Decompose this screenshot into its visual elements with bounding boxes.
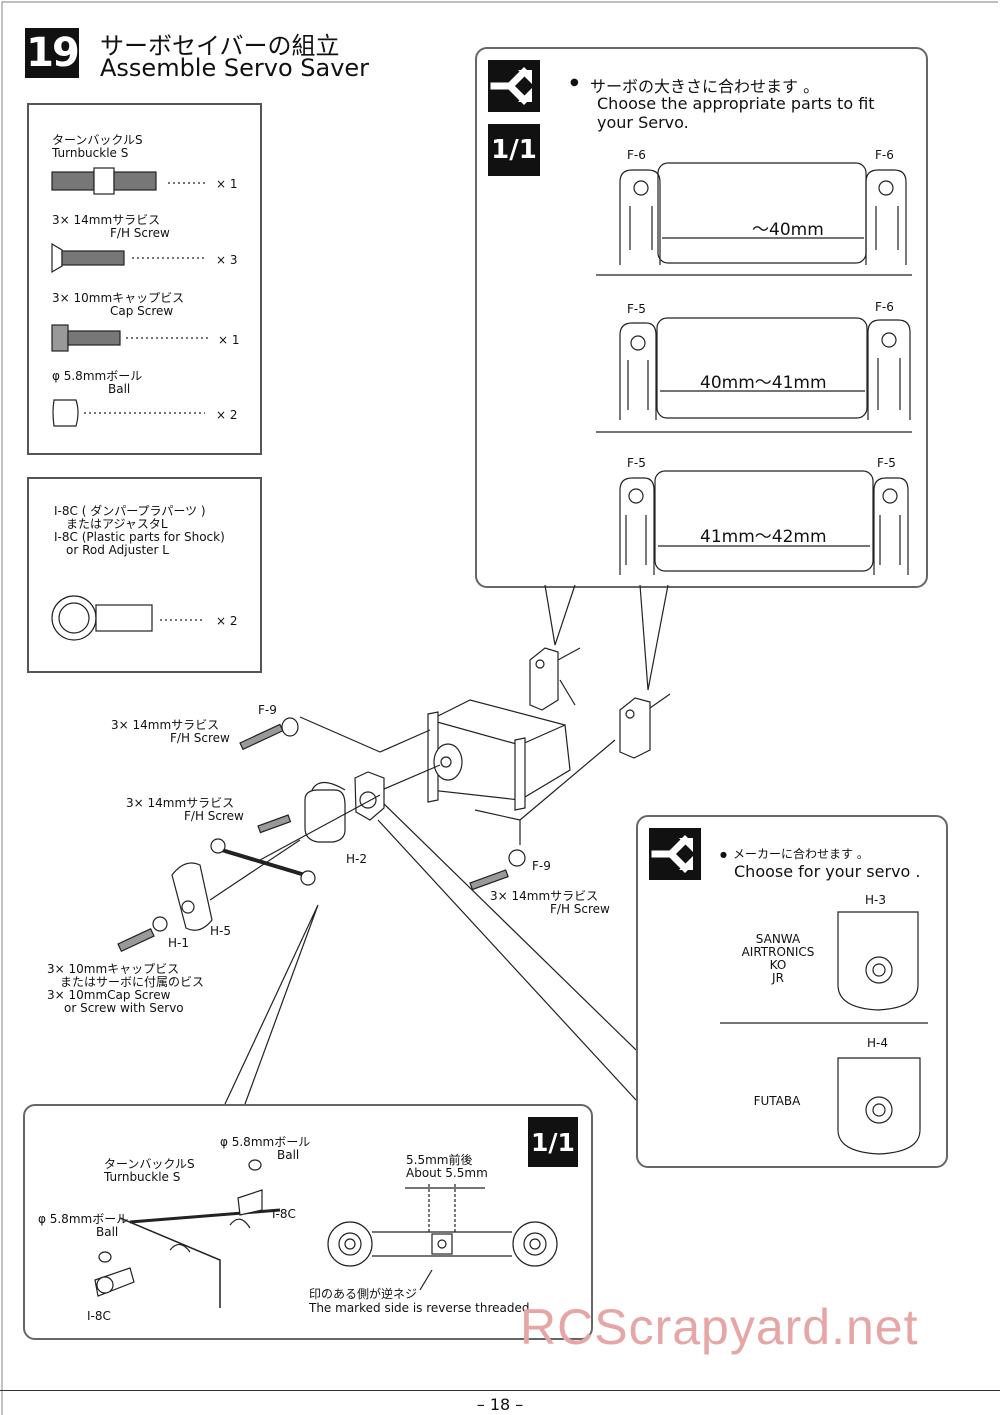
rod-assembly-panel: [23, 1104, 593, 1340]
screw-top-jp: 3× 14mmサラビス: [111, 718, 220, 732]
screw-right-en: F/H Screw: [550, 902, 610, 916]
h3-label: H-3: [865, 893, 886, 907]
rod-gap-en: About 5.5mm: [406, 1166, 488, 1180]
option2-left-part: F-5: [627, 302, 646, 316]
option2-right-part: F-6: [875, 300, 894, 314]
parts-list-box: [27, 103, 262, 455]
step-number-badge: 19: [25, 28, 80, 78]
cap-screw-line2: またはサーボに付属のビス: [60, 975, 205, 989]
option1-right-part: F-6: [875, 148, 894, 162]
option3-left-part: F-5: [627, 456, 646, 470]
option2-dimension: 40mm～41mm: [700, 373, 827, 393]
servo-horn-drawing: [304, 771, 385, 843]
rod-turnbuckle-en: Turnbuckle S: [104, 1170, 181, 1184]
part-label-en: F/H Screw: [110, 226, 170, 240]
part-label-en: Ball: [108, 382, 131, 396]
brand-airtronics: AIRTRONICS: [741, 945, 815, 959]
rod-ball-top-jp: φ 5.8mmボール: [220, 1135, 311, 1149]
part-label-en: Cap Screw: [110, 304, 174, 318]
brand-ko: KO: [769, 958, 787, 972]
rod-i8c-left: I-8C: [87, 1309, 111, 1323]
bullet-icon: ●: [720, 850, 727, 859]
h3-plate-drawing: [720, 911, 928, 1024]
fh-screw-part-drawing: [51, 242, 205, 274]
rod-mark-en: The marked side is reverse threaded.: [309, 1301, 534, 1315]
part2-line3: I-8C (Plastic parts for Shock): [54, 530, 225, 544]
h4-label: H-4: [867, 1036, 888, 1050]
choose-parts-icon: [649, 828, 701, 880]
brand-jr: JR: [772, 971, 784, 985]
cap-screw-line1: 3× 10mmキャップビス: [47, 962, 180, 976]
option1-left-part: F-6: [627, 148, 646, 162]
scale-1-1-icon: 1/1: [488, 124, 540, 176]
option3-right-part: F-5: [877, 456, 896, 470]
part-label-jp: φ 5.8mmボール: [52, 369, 143, 383]
mount-post-drawing: [529, 647, 671, 759]
part2-line4: or Rod Adjuster L: [66, 543, 169, 557]
servo-fit-option-3: [619, 470, 909, 575]
part-label-jp: 3× 10mmキャップビス: [52, 291, 185, 305]
h3-brand-list: SANWA AIRTRONICS KO JR: [730, 933, 826, 985]
screw-top-en: F/H Screw: [170, 731, 230, 745]
rod-ball-left-en: Ball: [96, 1225, 119, 1239]
turnbuckle-assembly-drawing: [94, 1159, 281, 1308]
parts-list-box-2: [27, 477, 262, 673]
servo-note-en2: your Servo.: [597, 113, 689, 132]
servo-note-jp: サーボの大きさに合わせます 。: [590, 77, 820, 96]
ball-part-drawing: [52, 399, 205, 427]
rod-gap-jp: 5.5mm前後: [406, 1153, 473, 1167]
cap-screw-line3: 3× 10mmCap Screw: [47, 988, 171, 1002]
scale-1-1-icon: 1/1: [528, 1117, 578, 1167]
f9-top-label: F-9: [258, 703, 277, 717]
h2-label: H-2: [346, 852, 367, 866]
page-title-jp: サーボセイバーの組立: [100, 32, 340, 60]
brand-futaba: FUTABA: [753, 1094, 801, 1108]
part-qty: × 1: [216, 177, 238, 191]
h4-plate-drawing: [837, 1057, 921, 1155]
part2-line2: またはアジャスタL: [66, 517, 168, 531]
page-title-en: Assemble Servo Saver: [100, 54, 370, 82]
option3-dimension: 41mm～42mm: [700, 527, 827, 547]
part2-line1: I-8C ( ダンパープラパーツ ): [54, 504, 206, 518]
h1-label: H-1: [168, 936, 189, 950]
screw-right-jp: 3× 14mmサラビス: [490, 889, 599, 903]
h5-label: H-5: [210, 924, 231, 938]
part-label-en: Turnbuckle S: [52, 146, 129, 160]
servo-fit-option-1: [596, 162, 912, 276]
rod-end-part-drawing: [51, 595, 205, 641]
rod-ball-top-en: Ball: [277, 1148, 300, 1162]
part2-qty: × 2: [216, 614, 238, 628]
brand-sanwa: SANWA: [755, 932, 801, 946]
scale-label: 1/1: [531, 1127, 575, 1157]
part-label-jp: ターンバックルS: [52, 133, 143, 147]
part-qty: × 2: [216, 408, 238, 422]
rod-mark-jp: 印のある側が逆ネジ: [309, 1287, 418, 1301]
rod-ball-left-jp: φ 5.8mmボール: [38, 1212, 129, 1226]
screw-mid-en: F/H Screw: [184, 809, 244, 823]
cap-screw-part-drawing: [51, 324, 208, 352]
cap-screw-line4: or Screw with Servo: [64, 1001, 184, 1015]
brand-note-en: Choose for your servo .: [734, 862, 921, 881]
screw-mid-jp: 3× 14mmサラビス: [126, 796, 235, 810]
watermark: RCScrapyard.net: [520, 1299, 919, 1355]
servo-fit-option-2: [596, 317, 912, 433]
part-qty: × 3: [216, 253, 238, 267]
f9-right-label: F-9: [532, 859, 551, 873]
saver-arm-drawing: [171, 794, 381, 931]
option1-dimension: ～40mm: [752, 220, 824, 240]
brand-note-jp: メーカーに合わせます 。: [733, 847, 869, 861]
page-number: – 18 –: [476, 1395, 524, 1414]
turnbuckle-part-drawing: [51, 167, 205, 195]
scale-label: 1/1: [491, 135, 537, 165]
footer-rule: [0, 1390, 1000, 1391]
servo-note-en1: Choose the appropriate parts to fit: [597, 94, 875, 113]
bullet-icon: ●: [570, 77, 579, 88]
part-label-jp: 3× 14mmサラビス: [52, 213, 161, 227]
part-qty: × 1: [218, 333, 240, 347]
rod-turnbuckle-jp: ターンバックルS: [104, 1157, 195, 1171]
choose-parts-icon: [488, 60, 540, 112]
servo-drawing: [427, 699, 571, 811]
rod-one-to-one-drawing: [327, 1184, 558, 1291]
